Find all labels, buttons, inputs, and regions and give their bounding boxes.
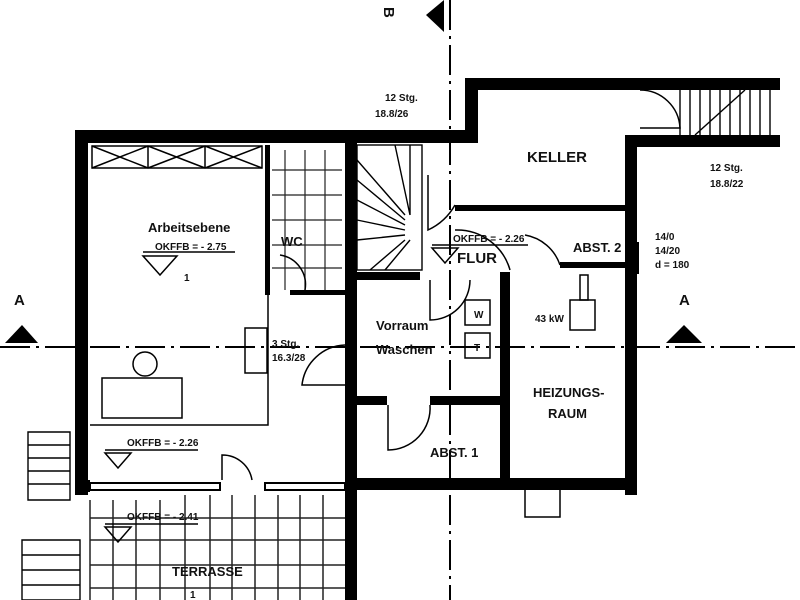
- room-outlines: [90, 274, 596, 518]
- stair-ratio-top-middle: 18.8/26: [375, 109, 409, 120]
- section-a-right-marker: [666, 325, 702, 343]
- section-a-left-label: A: [14, 292, 25, 309]
- section-a-left-marker: [5, 325, 38, 343]
- washer-label: W: [474, 310, 484, 321]
- stair-count-inner: 3 Stg.: [272, 339, 299, 350]
- stair-ratio-top-right: 18.8/22: [710, 179, 744, 190]
- room-terrasse-number: 1: [190, 590, 196, 600]
- level-markers: [103, 244, 528, 544]
- stair-count-top-middle: 12 Stg.: [385, 93, 418, 104]
- room-flur-name: FLUR: [457, 250, 497, 267]
- chimney-line2: 14/20: [655, 246, 680, 257]
- room-arbeitsebene-number: 1: [184, 273, 190, 284]
- room-flur-level: OKFFB = - 2.26: [453, 234, 525, 245]
- room-abst2-name: ABST. 2: [573, 240, 621, 255]
- walls: [75, 78, 780, 600]
- section-arrows: [5, 0, 702, 343]
- terrace-windows: [89, 482, 346, 491]
- room-abst1-name: ABST. 1: [430, 445, 478, 460]
- dryer-label: T: [474, 343, 480, 354]
- room-keller-name: KELLER: [527, 149, 587, 166]
- room-terrasse-level: OKFFB = - 2.41: [127, 512, 199, 523]
- chimney: [627, 242, 639, 274]
- room-heizung-line2: RAUM: [548, 406, 587, 421]
- room-wc-name: WC: [281, 234, 303, 249]
- heating-power: 43 kW: [535, 314, 564, 325]
- section-a-right-label: A: [679, 292, 690, 309]
- chimney-line3: d = 180: [655, 260, 690, 271]
- room-terrasse-name: TERRASSE: [172, 564, 243, 579]
- wc-tiles: [272, 150, 342, 290]
- stair-count-top-right: 12 Stg.: [710, 163, 743, 174]
- room-vorraum-line2: Waschen: [376, 342, 433, 357]
- chimney-line1: 14/0: [655, 232, 675, 243]
- skylight-windows: [91, 145, 263, 169]
- room-vorraum-line1: Vorraum: [376, 318, 429, 333]
- room-arbeitsebene-name: Arbeitsebene: [148, 220, 230, 235]
- stair-ratio-inner: 16.3/28: [272, 353, 306, 364]
- section-b-marker: [426, 0, 444, 32]
- stairs: [21, 89, 771, 600]
- room-heizung-line1: HEIZUNGS-: [533, 385, 605, 400]
- section-b-label: B: [380, 7, 397, 18]
- terrace-tiles: [89, 495, 345, 600]
- lower-level: OKFFB = - 2.26: [127, 438, 199, 449]
- room-arbeitsebene-level: OKFFB = - 2.75: [155, 242, 227, 253]
